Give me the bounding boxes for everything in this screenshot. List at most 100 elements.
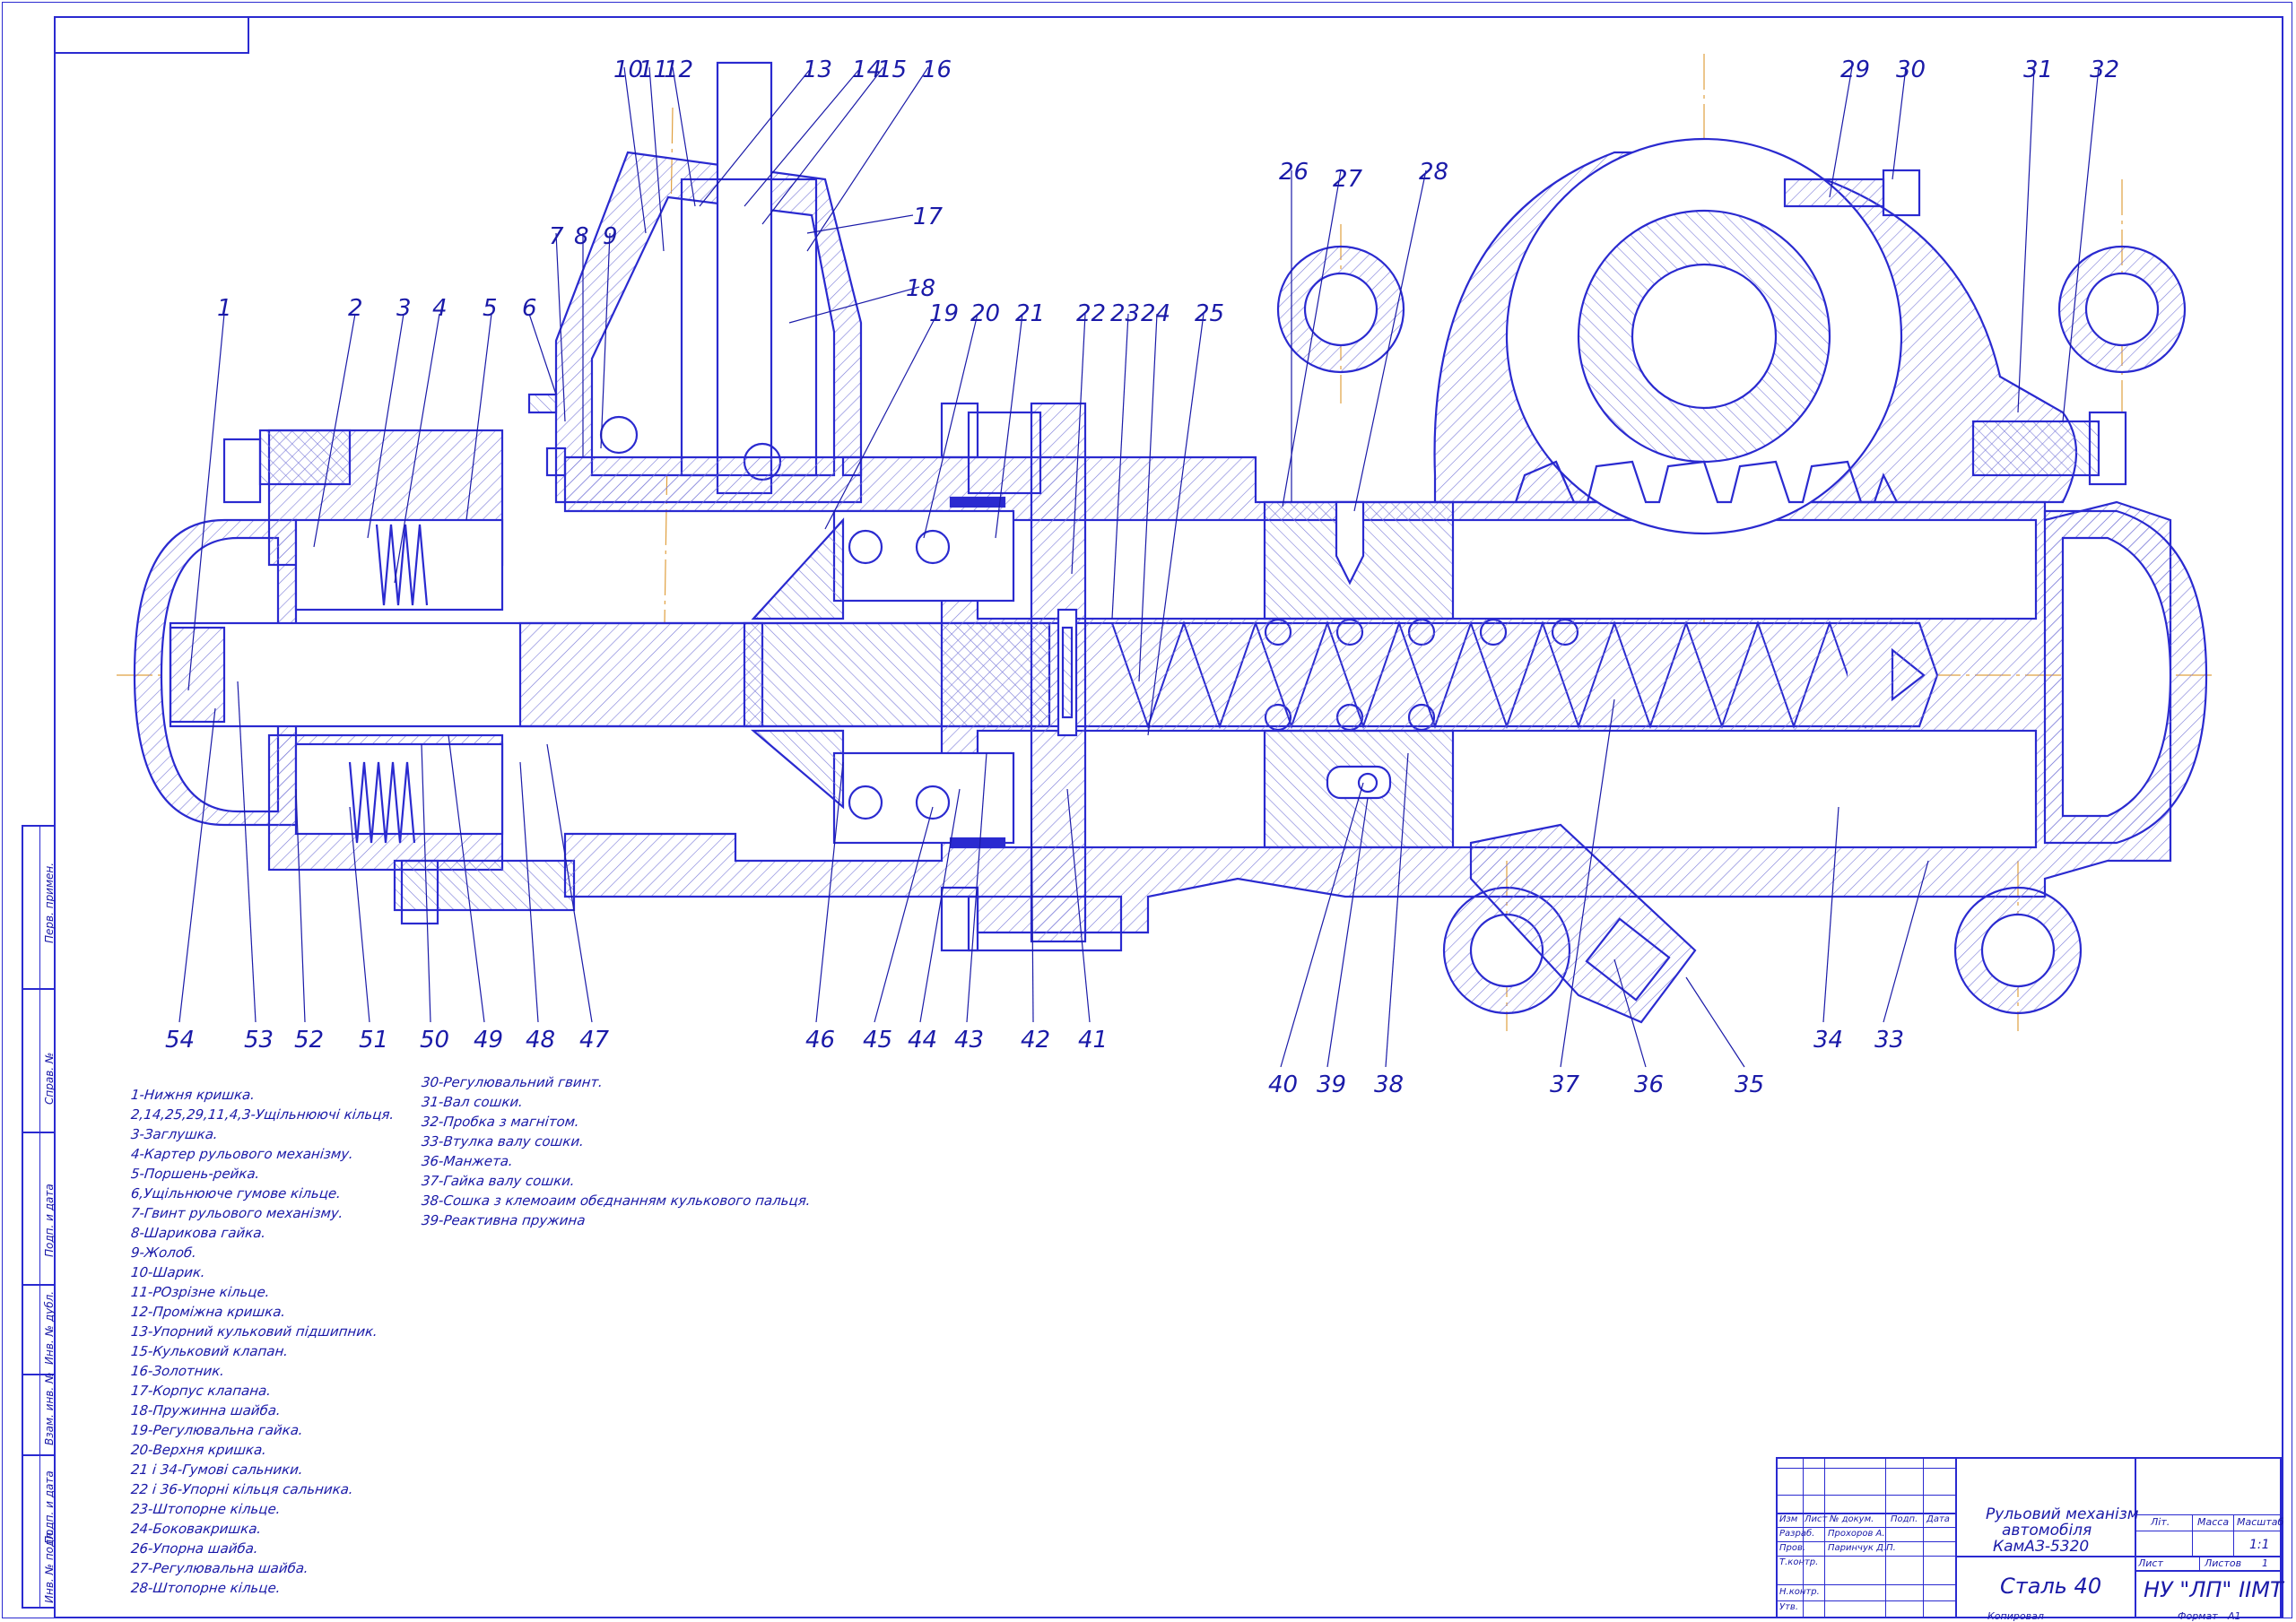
side-stamp: Перв. примен. Справ. № Подп. и дата Инв.… bbox=[22, 825, 56, 1609]
tb-role-developer: Разраб. bbox=[1779, 1529, 1815, 1539]
legend-item: 24-Боковакришка. bbox=[130, 1521, 263, 1537]
tb-scale-value: 1:1 bbox=[2249, 1538, 2270, 1552]
legend-item: 37-Гайка валу сошки. bbox=[421, 1173, 576, 1189]
tb-sheets-label: Листов bbox=[2205, 1557, 2242, 1569]
callout-number: 50 bbox=[420, 1027, 449, 1054]
callout-number: 33 bbox=[1874, 1027, 1904, 1054]
legend-item: 21 і 34-Гумові сальники. bbox=[130, 1462, 304, 1478]
legend-item: 19-Регулювальна гайка. bbox=[130, 1422, 304, 1438]
callout-number: 30 bbox=[1896, 56, 1926, 83]
tb-title-line2: автомобіля bbox=[2002, 1522, 2092, 1540]
callout-number: 5 bbox=[483, 295, 498, 322]
legend-item: 20-Верхня кришка. bbox=[130, 1442, 268, 1458]
tb-copied-label: Копировал bbox=[1987, 1610, 2044, 1622]
callout-number: 12 bbox=[664, 56, 693, 83]
title-block: Изм Лист № докум. Подп. Дата Разраб. Про… bbox=[1776, 1457, 2284, 1618]
legend-item: 16-Золотник. bbox=[130, 1363, 226, 1379]
callout-number: 10 bbox=[613, 56, 643, 83]
tb-material: Сталь 40 bbox=[2000, 1574, 2102, 1599]
callout-number: 14 bbox=[852, 56, 882, 83]
tb-col-doc: № докум. bbox=[1830, 1514, 1874, 1524]
parts-legend-right: 30-Регулювальний гвинт.31-Вал сошки.32-П… bbox=[421, 1072, 812, 1230]
legend-item: 26-Упорна шайба. bbox=[130, 1540, 259, 1557]
callout-number: 27 bbox=[1333, 166, 1363, 193]
callout-number: 20 bbox=[970, 300, 1000, 327]
callout-number: 39 bbox=[1317, 1071, 1346, 1098]
callout-number: 53 bbox=[244, 1027, 274, 1054]
side-stamp-dup-inv: Инв. № дубл. bbox=[43, 1290, 56, 1365]
legend-item: 2,14,25,29,11,4,3-Ущільнюючі кільця. bbox=[130, 1106, 396, 1123]
callout-number: 28 bbox=[1419, 159, 1448, 186]
tb-sheets-value: 1 bbox=[2262, 1557, 2268, 1569]
legend-item: 5-Поршень-рейка. bbox=[130, 1166, 261, 1182]
callout-number: 49 bbox=[474, 1027, 503, 1054]
callout-number: 13 bbox=[803, 56, 832, 83]
callout-number: 7 bbox=[549, 223, 564, 250]
tb-col-list: Лист bbox=[1805, 1514, 1828, 1524]
callout-number: 32 bbox=[2090, 56, 2119, 83]
legend-item: 18-Пружинна шайба. bbox=[130, 1402, 282, 1418]
tb-role-ncontrol: Н.контр. bbox=[1779, 1587, 1820, 1597]
callout-number: 43 bbox=[954, 1027, 984, 1054]
tb-col-izm: Изм bbox=[1779, 1514, 1798, 1524]
legend-item: 9-Жолоб. bbox=[130, 1245, 198, 1261]
callout-number: 48 bbox=[526, 1027, 555, 1054]
tb-col-date: Дата bbox=[1926, 1514, 1950, 1524]
callout-number: 41 bbox=[1078, 1027, 1108, 1054]
callout-number: 29 bbox=[1840, 56, 1870, 83]
legend-item: 22 і 36-Упорні кільця сальника. bbox=[130, 1481, 354, 1497]
legend-item: 8-Шарикова гайка. bbox=[130, 1225, 267, 1241]
legend-item: 17-Корпус клапана. bbox=[130, 1383, 273, 1399]
legend-item: 36-Манжета. bbox=[421, 1153, 514, 1169]
legend-item: 15-Кульковий клапан. bbox=[130, 1343, 290, 1359]
tb-sheet-label: Лист bbox=[2138, 1557, 2163, 1569]
callout-number: 38 bbox=[1374, 1071, 1404, 1098]
legend-item: 39-Реактивна пружина bbox=[421, 1212, 587, 1228]
top-left-stamp bbox=[54, 16, 249, 54]
callout-number: 46 bbox=[805, 1027, 835, 1054]
callout-number: 8 bbox=[574, 223, 589, 250]
legend-item: 27-Регулювальна шайба. bbox=[130, 1560, 309, 1576]
legend-item: 30-Регулювальний гвинт. bbox=[421, 1074, 604, 1090]
callout-number: 45 bbox=[863, 1027, 892, 1054]
legend-item: 3-Заглушка. bbox=[130, 1126, 219, 1142]
tb-role-approve: Утв. bbox=[1779, 1602, 1798, 1612]
inner-frame bbox=[54, 16, 2283, 1618]
callout-number: 40 bbox=[1268, 1071, 1298, 1098]
legend-item: 13-Упорний кульковий підшипник. bbox=[130, 1323, 378, 1340]
callout-number: 52 bbox=[294, 1027, 324, 1054]
callout-number: 15 bbox=[877, 56, 907, 83]
callout-number: 25 bbox=[1195, 300, 1224, 327]
callout-number: 51 bbox=[359, 1027, 388, 1054]
tb-role-checker: Пров. bbox=[1779, 1543, 1806, 1553]
callout-number: 26 bbox=[1279, 159, 1309, 186]
steering-housing bbox=[133, 61, 2208, 1024]
callout-number: 16 bbox=[922, 56, 952, 83]
side-stamp-replace-inv: Взам. инв. № bbox=[43, 1372, 56, 1445]
legend-item: 31-Вал сошки. bbox=[421, 1094, 525, 1110]
callout-number: 11 bbox=[639, 56, 668, 83]
callout-number: 6 bbox=[522, 295, 537, 322]
parts-legend-left: 1-Нижня кришка.2,14,25,29,11,4,3-Ущільню… bbox=[130, 1085, 396, 1598]
callout-number: 34 bbox=[1813, 1027, 1843, 1054]
tb-scale-label: Масштаб bbox=[2237, 1516, 2284, 1528]
tb-lit-label: Літ. bbox=[2151, 1516, 2170, 1528]
callout-number: 4 bbox=[432, 295, 448, 322]
legend-item: 7-Гвинт рульового механізму. bbox=[130, 1205, 344, 1221]
callout-number: 22 bbox=[1076, 300, 1106, 327]
legend-item: 12-Проміжна кришка. bbox=[130, 1304, 287, 1320]
side-stamp-orig-inv: Инв. № подл. bbox=[43, 1529, 56, 1603]
legend-item: 10-Шарик. bbox=[130, 1264, 206, 1280]
tb-col-sign: Подп. bbox=[1891, 1514, 1918, 1524]
leader-lines bbox=[178, 66, 2100, 1068]
side-stamp-first-use: Перв. примен. bbox=[43, 862, 56, 943]
callout-number: 3 bbox=[396, 295, 412, 322]
callout-number: 23 bbox=[1110, 300, 1140, 327]
callout-number: 35 bbox=[1735, 1071, 1764, 1098]
legend-item: 11-РОзрізне кільце. bbox=[130, 1284, 271, 1300]
tb-developer-name: Прохоров А. bbox=[1828, 1529, 1885, 1539]
callout-number: 47 bbox=[579, 1027, 610, 1054]
